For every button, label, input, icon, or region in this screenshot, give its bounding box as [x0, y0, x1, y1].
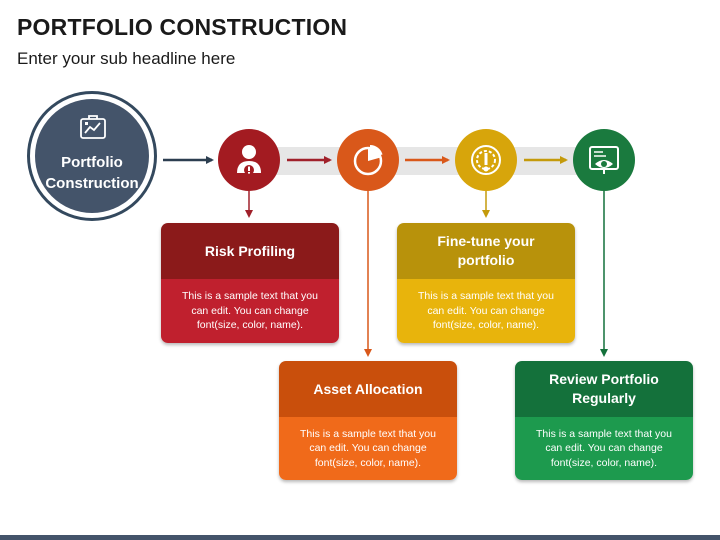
monitor-eye-icon: [589, 146, 619, 174]
card-risk-body: This is a sample text that you can edit.…: [161, 279, 339, 343]
card-review-title-line2: Regularly: [572, 390, 636, 406]
card-review-title-line1: Review Portfolio: [549, 371, 659, 387]
card-finetune-title: Fine-tune your portfolio: [397, 223, 575, 279]
card-risk-body-line3: font(size, color, name).: [196, 319, 304, 332]
node-risk: [218, 129, 280, 191]
card-finetune-title-line1: Fine-tune your: [437, 233, 535, 249]
card-asset-body-line2: can edit. You can change: [309, 442, 427, 455]
card-review-title: Review Portfolio Regularly: [515, 361, 693, 417]
card-asset-allocation: Asset Allocation This is a sample text t…: [279, 361, 457, 480]
card-risk-profiling: Risk Profiling This is a sample text tha…: [161, 223, 339, 343]
card-risk-title: Risk Profiling: [161, 223, 339, 279]
card-fine-tune: Fine-tune your portfolio This is a sampl…: [397, 223, 575, 343]
node-asset: [337, 129, 399, 191]
card-review-body-line3: font(size, color, name).: [550, 456, 658, 469]
card-asset-body-line3: font(size, color, name).: [314, 456, 422, 469]
person-alert-icon: [237, 145, 261, 175]
card-asset-body-line1: This is a sample text that you: [300, 427, 436, 440]
card-asset-title-line1: Asset Allocation: [313, 380, 423, 397]
card-risk-title-line1: Risk Profiling: [204, 242, 296, 259]
card-review-portfolio: Review Portfolio Regularly This is a sam…: [515, 361, 693, 480]
card-asset-body: This is a sample text that you can edit.…: [279, 417, 457, 480]
node-review: [573, 129, 635, 191]
gear-tune-icon: [471, 145, 501, 175]
card-finetune-body-line3: font(size, color, name).: [432, 319, 540, 332]
hub-circle: Portfolio Construction: [35, 99, 149, 213]
hub-label: Portfolio Construction: [35, 152, 149, 194]
page-subtitle: Enter your sub headline here: [17, 49, 236, 68]
page-title: PORTFOLIO CONSTRUCTION: [17, 14, 348, 40]
card-asset-title: Asset Allocation: [279, 361, 457, 417]
hub-outer-ring: [27, 91, 157, 221]
briefcase-chart-icon: [80, 115, 106, 139]
card-review-body-line1: This is a sample text that you: [536, 427, 672, 440]
footer-bar: [0, 535, 720, 540]
card-finetune-title-line2: portfolio: [457, 252, 515, 268]
pie-chart-icon: [353, 145, 383, 176]
node-finetune: [455, 129, 517, 191]
hub-label-line2: Construction: [45, 175, 139, 192]
card-risk-body-line1: This is a sample text that you: [182, 290, 318, 303]
hub-label-line1: Portfolio: [61, 154, 123, 171]
card-finetune-body-line2: can edit. You can change: [427, 304, 545, 317]
card-risk-body-line2: can edit. You can change: [191, 304, 309, 317]
card-review-body-line2: can edit. You can change: [545, 442, 663, 455]
card-review-body: This is a sample text that you can edit.…: [515, 417, 693, 480]
card-finetune-body-line1: This is a sample text that you: [418, 290, 554, 303]
card-finetune-body: This is a sample text that you can edit.…: [397, 279, 575, 343]
